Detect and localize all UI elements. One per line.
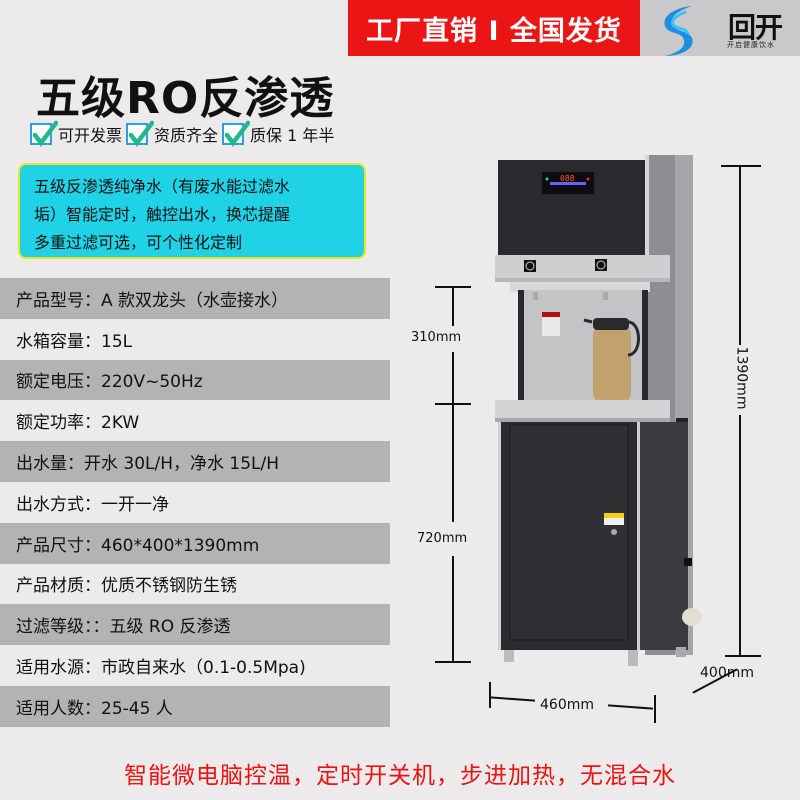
width-tick-left (489, 682, 491, 708)
check-icon (30, 120, 58, 147)
spec-row-material: 产品材质：优质不锈钢防生锈 (0, 563, 390, 605)
width-tick-right (654, 695, 656, 723)
spec-row-model: 产品型号：A 款双龙头（水壶接水） (0, 278, 390, 319)
badge-label: 资质齐全 (154, 126, 219, 145)
height-720-line-upper (452, 405, 454, 522)
brand-logo-area (640, 0, 800, 56)
dimension-label-460mm: 460mm (540, 697, 594, 713)
spec-table: 产品型号：A 款双龙头（水壶接水） 水箱容量：15L 额定电压：220V~50H… (0, 278, 390, 727)
height-720-line-lower (452, 556, 454, 662)
height-310-line (452, 286, 454, 326)
water-dispenser-image: 088 (495, 155, 702, 666)
spec-row-dispense-mode: 出水方式：一开一净 (0, 481, 390, 523)
badge-list: 可开发票 资质齐全 质保 1 年半 (30, 120, 338, 147)
dimension-label-1390mm: 1390mm (733, 346, 750, 410)
height-310-line-lower (452, 352, 454, 407)
check-icon (126, 120, 155, 147)
spec-row-voltage: 额定电压：220V~50Hz (0, 359, 390, 401)
badge-qualification: 资质齐全 (126, 120, 219, 147)
height-1390-tick-bottom (725, 655, 761, 657)
display-digits: 088 (560, 174, 575, 183)
feature-line: 多重过滤可选，可个性化定制 (34, 233, 243, 252)
badge-invoice: 可开发票 (30, 120, 123, 147)
badge-label: 质保 1 年半 (250, 126, 335, 145)
dimension-label-720mm: 720mm (417, 531, 468, 546)
width-line-left (489, 696, 536, 702)
spec-row-capacity: 适用人数：25-45 人 (0, 685, 390, 727)
page-title: 五级RO反渗透 (36, 73, 335, 124)
spec-row-filtration: 过滤等级：：五级 RO 反渗透 (0, 604, 390, 646)
dimension-label-400mm: 400mm (700, 665, 754, 681)
height-1390-line-upper (739, 165, 741, 345)
brand-swoosh-icon (664, 6, 693, 56)
feature-line: 垢）智能定时，触控出水，换芯提醒 (34, 205, 291, 224)
badge-warranty: 质保 1 年半 (222, 120, 335, 147)
brand-name: 回开 (728, 11, 783, 44)
bottom-slogan: 智能微电脑控温，定时开关机，步进加热，无混合水 (124, 763, 676, 789)
spec-row-size: 产品尺寸：460*400*1390mm (0, 522, 390, 564)
spec-row-water-source: 适用水源：市政自来水（0.1-0.5Mpa) (0, 645, 390, 686)
height-1390-line-lower (739, 415, 741, 655)
height-1390-tick-top (721, 165, 761, 167)
spec-row-tank: 水箱容量：15L (0, 318, 390, 360)
height-310-tick-bottom (435, 403, 471, 405)
feature-line: 五级反渗透纯净水（有废水能过滤水 (34, 177, 291, 196)
spec-row-power: 额定功率：2KW (0, 400, 390, 442)
dimension-label-310mm: 310mm (411, 330, 462, 345)
spec-row-output: 出水量：开水 30L/H，净水 15L/H (0, 441, 390, 482)
feature-description-box: 五级反渗透纯净水（有废水能过滤水 垢）智能定时，触控出水，换芯提醒 多重过滤可选… (18, 163, 366, 259)
width-line-right (607, 704, 654, 710)
check-icon (222, 120, 251, 147)
badge-label: 可开发票 (58, 126, 123, 145)
promo-banner: 工厂直销 I 全国发货 (348, 0, 640, 56)
height-310-tick-top (435, 286, 471, 288)
height-720-tick-bottom (435, 661, 471, 663)
brand-slogan: 开启健康饮水 (727, 41, 775, 49)
